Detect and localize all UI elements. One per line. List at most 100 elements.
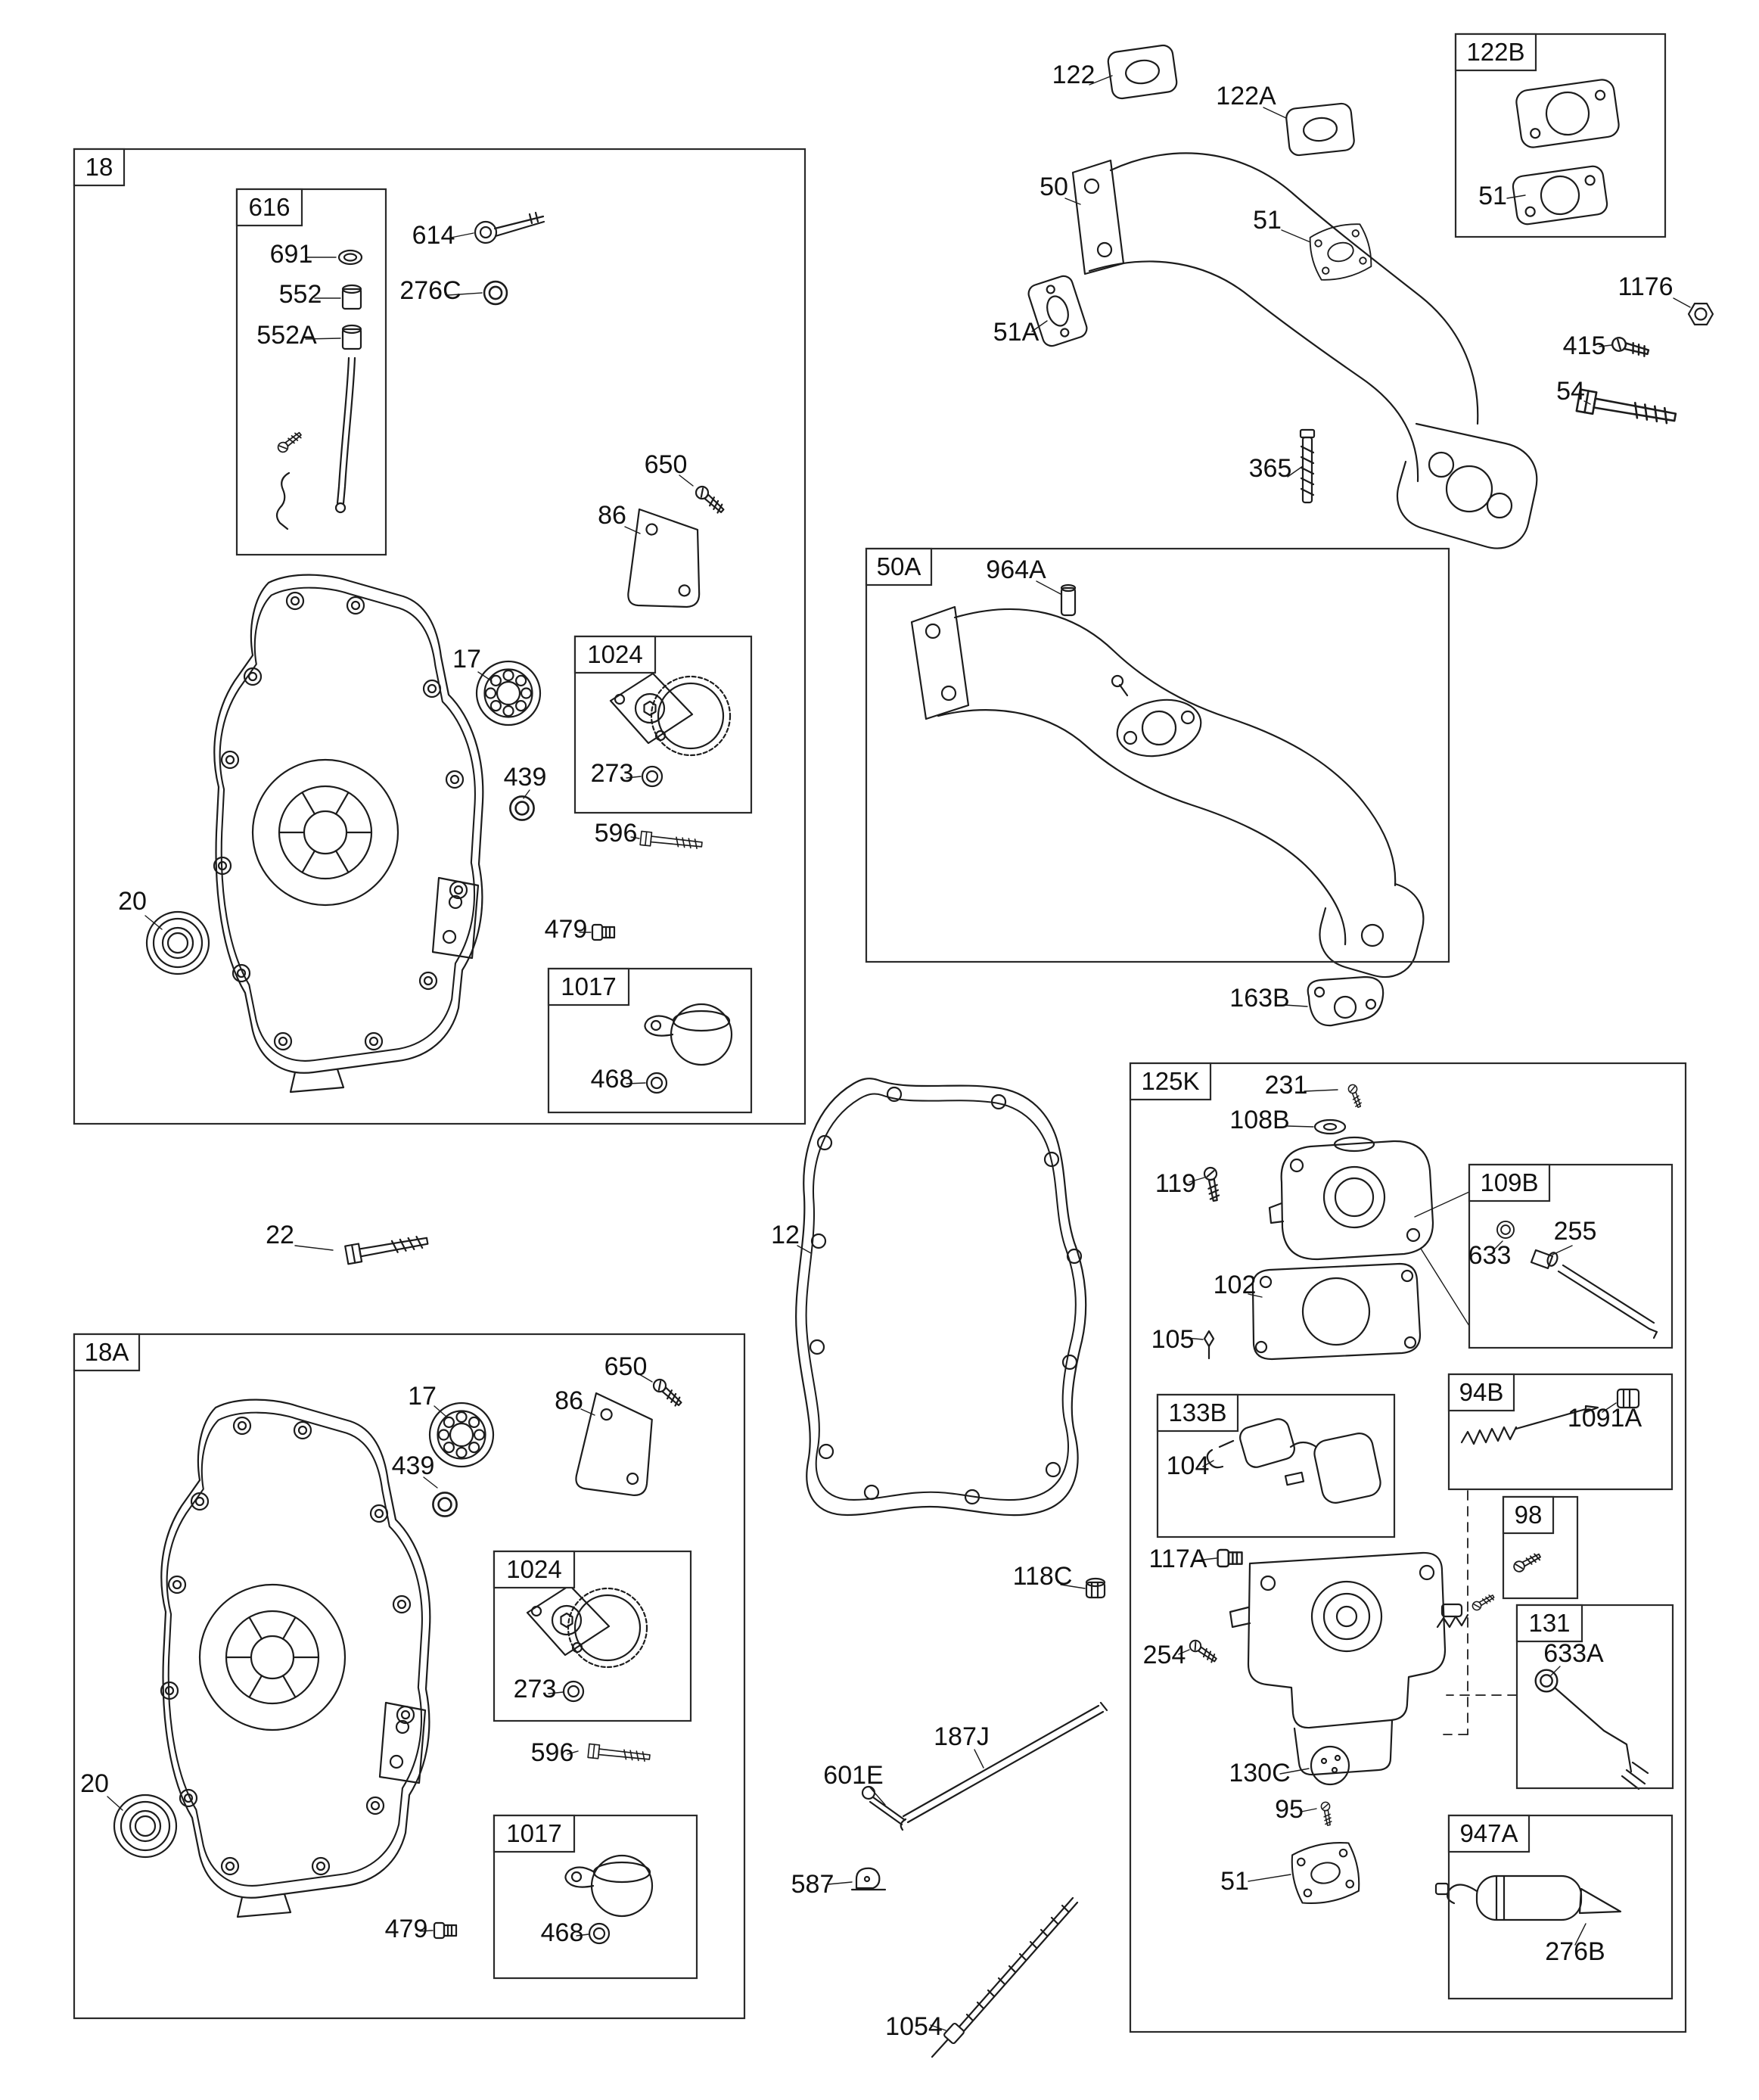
float-130C-drawing	[1310, 1745, 1350, 1786]
cable-tie-1054-drawing	[931, 1896, 1079, 2058]
eyebolt-614-drawing	[474, 211, 545, 244]
group-box-label-947A: 947A	[1459, 1819, 1518, 1847]
group-box-label-133B: 133B	[1168, 1398, 1226, 1426]
group-box-label-616: 616	[248, 193, 290, 221]
plug-118C-drawing	[1085, 1577, 1106, 1599]
part-label-1091a: 1091A	[1568, 1404, 1642, 1433]
group-box-tab-109B	[1468, 1163, 1551, 1202]
bolt-596-top-drawing	[639, 830, 704, 852]
part-label-86-bottom: 86	[555, 1386, 583, 1415]
screw-415-drawing	[1610, 335, 1651, 359]
group-box-label-18A: 18A	[85, 1338, 129, 1366]
group-box-outline-18A	[73, 1333, 746, 2020]
part-label-17-top: 17	[452, 645, 481, 674]
part-label-122a: 122A	[1216, 82, 1276, 110]
governor-group-616-drawing	[275, 249, 363, 530]
part-label-163b: 163B	[1229, 984, 1289, 1013]
group-box-tab-94B	[1447, 1373, 1515, 1412]
part-label-122: 122	[1052, 61, 1095, 89]
part-label-20-top: 20	[118, 887, 147, 916]
part-label-587: 587	[791, 1870, 834, 1899]
seal-276C-drawing	[483, 280, 508, 306]
part-label-650-top: 650	[645, 450, 688, 479]
plug-479-top-drawing	[591, 923, 616, 941]
part-label-50: 50	[1040, 173, 1068, 201]
group-box-label-94B: 94B	[1459, 1378, 1504, 1406]
gasket-51-bottom-drawing	[1287, 1837, 1364, 1909]
part-label-51a: 51A	[993, 318, 1040, 347]
gasket-51A-drawing	[1027, 275, 1088, 347]
group-box-1024-bottom: 1024	[493, 1550, 692, 1722]
group-box-18A: 18A	[73, 1333, 746, 2020]
group-box-outline-947A	[1447, 1814, 1674, 2000]
group-box-outline-18	[73, 148, 806, 1125]
carburetor-upper-body-drawing	[1268, 1136, 1434, 1261]
part-label-552: 552	[279, 280, 322, 309]
group-box-98: 98	[1502, 1495, 1579, 1600]
washer-108B-drawing	[1313, 1118, 1347, 1135]
part-label-439-top: 439	[504, 763, 547, 792]
oil-cap-1017-top-drawing	[644, 1003, 733, 1094]
group-box-outline-1024-bottom	[493, 1550, 692, 1722]
part-label-415: 415	[1563, 331, 1606, 360]
group-box-outline-1024-top	[573, 635, 753, 814]
group-boxes-layer: 186161024101718A10241017122B50A125K109B9…	[73, 33, 1687, 2033]
spacer-122-drawing	[1106, 43, 1179, 101]
group-box-outline-131	[1515, 1604, 1674, 1790]
part-label-254: 254	[1143, 1641, 1186, 1669]
group-box-tab-1017-top	[547, 967, 630, 1006]
group-box-18: 18	[73, 148, 806, 1125]
part-label-255: 255	[1554, 1217, 1597, 1246]
part-label-20-bottom: 20	[80, 1769, 109, 1798]
assembly-dash-lines	[1443, 1490, 1518, 1735]
group-box-label-1017-bottom: 1017	[506, 1819, 561, 1847]
part-label-17-bottom: 17	[408, 1382, 437, 1411]
group-box-outline-50A	[865, 547, 1450, 963]
oil-seal-20-top-drawing	[145, 910, 210, 975]
intake-manifold-50A-drawing	[910, 583, 1425, 978]
group-box-tab-1017-bottom	[493, 1814, 576, 1853]
part-label-273-top: 273	[591, 759, 634, 788]
group-box-tab-125K	[1129, 1062, 1212, 1101]
part-label-596-top: 596	[595, 819, 638, 848]
bearing-17-bottom-drawing	[428, 1402, 495, 1468]
part-label-468-top: 468	[591, 1065, 634, 1094]
part-label-601e: 601E	[823, 1761, 883, 1790]
part-label-231: 231	[1265, 1071, 1308, 1100]
group-box-tab-18	[73, 148, 126, 187]
part-label-1176: 1176	[1618, 272, 1673, 301]
part-label-479-bottom: 479	[385, 1915, 428, 1943]
part-label-650-bottom: 650	[604, 1352, 648, 1381]
group-box-122B: 122B	[1454, 33, 1667, 238]
group-box-outline-109B	[1468, 1163, 1674, 1349]
group-box-tab-131	[1515, 1604, 1583, 1643]
part-label-105: 105	[1151, 1325, 1195, 1354]
bolt-596-bottom-drawing	[587, 1743, 651, 1765]
group-box-tab-1024-bottom	[493, 1550, 576, 1589]
part-label-22: 22	[266, 1221, 294, 1249]
screw-650-bottom-drawing	[650, 1376, 685, 1410]
screw-231-drawing	[1347, 1083, 1364, 1109]
group-box-outline-133B	[1156, 1393, 1396, 1538]
group-box-label-125K: 125K	[1141, 1067, 1199, 1095]
part-label-102: 102	[1214, 1271, 1257, 1299]
needle-spring-94B-drawing	[1460, 1388, 1640, 1445]
group-box-outline-1017-top	[547, 967, 753, 1114]
ring-439-bottom-drawing	[432, 1492, 458, 1517]
group-box-label-1017-top: 1017	[561, 972, 616, 1000]
cover-plate-86-top-drawing	[625, 508, 711, 615]
group-box-outline-122B	[1454, 33, 1667, 238]
intake-manifold-50-drawing	[1071, 152, 1538, 549]
part-label-12: 12	[771, 1221, 800, 1249]
part-label-86-top: 86	[598, 501, 626, 530]
bolt-54-drawing	[1575, 388, 1678, 429]
part-label-117a: 117A	[1149, 1545, 1207, 1573]
part-label-54: 54	[1556, 377, 1585, 406]
throttle-shaft-109B-drawing	[1414, 1191, 1658, 1339]
group-box-133B: 133B	[1156, 1393, 1396, 1538]
group-box-109B: 109B	[1468, 1163, 1674, 1349]
nut-1176-drawing	[1687, 303, 1714, 325]
part-label-273-bottom: 273	[514, 1675, 557, 1703]
part-label-633: 633	[1468, 1241, 1512, 1270]
